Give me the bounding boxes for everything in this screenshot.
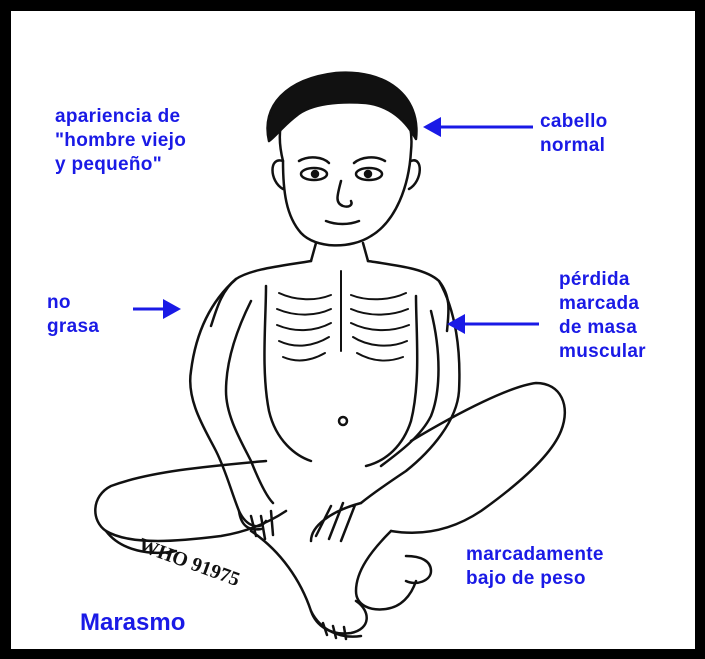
label-line: y pequeño" bbox=[55, 153, 186, 177]
label-no-fat: no grasa bbox=[47, 291, 99, 339]
arrows bbox=[133, 117, 539, 334]
caption-title: Marasmo bbox=[80, 609, 185, 637]
nose bbox=[338, 181, 352, 207]
hair bbox=[268, 73, 417, 141]
navel bbox=[339, 417, 347, 425]
label-line: apariencia de bbox=[55, 105, 186, 129]
label-line: cabello bbox=[540, 110, 608, 134]
label-line: de masa bbox=[559, 316, 646, 340]
label-old-man-appearance: apariencia de "hombre viejo y pequeño" bbox=[55, 105, 186, 177]
label-line: grasa bbox=[47, 315, 99, 339]
label-line: no bbox=[47, 291, 99, 315]
label-line: marcadamente bbox=[466, 543, 604, 567]
label-line: normal bbox=[540, 134, 608, 158]
label-line: muscular bbox=[559, 340, 646, 364]
label-line: pérdida bbox=[559, 268, 646, 292]
right-leg bbox=[391, 383, 565, 533]
ribs bbox=[277, 271, 409, 360]
label-line: bajo de peso bbox=[466, 567, 604, 591]
label-line: "hombre viejo bbox=[55, 129, 186, 153]
right-hand bbox=[311, 503, 361, 541]
mouth bbox=[326, 221, 359, 224]
label-line: marcada bbox=[559, 292, 646, 316]
lower-leg bbox=[251, 531, 367, 634]
label-normal-hair: cabello normal bbox=[540, 110, 608, 158]
figure-frame: apariencia de "hombre viejo y pequeño" c… bbox=[8, 8, 698, 652]
label-underweight: marcadamente bajo de peso bbox=[466, 543, 604, 591]
left-ear bbox=[273, 160, 284, 189]
torso-outline bbox=[211, 261, 311, 326]
label-muscle-loss: pérdida marcada de masa muscular bbox=[559, 268, 646, 364]
